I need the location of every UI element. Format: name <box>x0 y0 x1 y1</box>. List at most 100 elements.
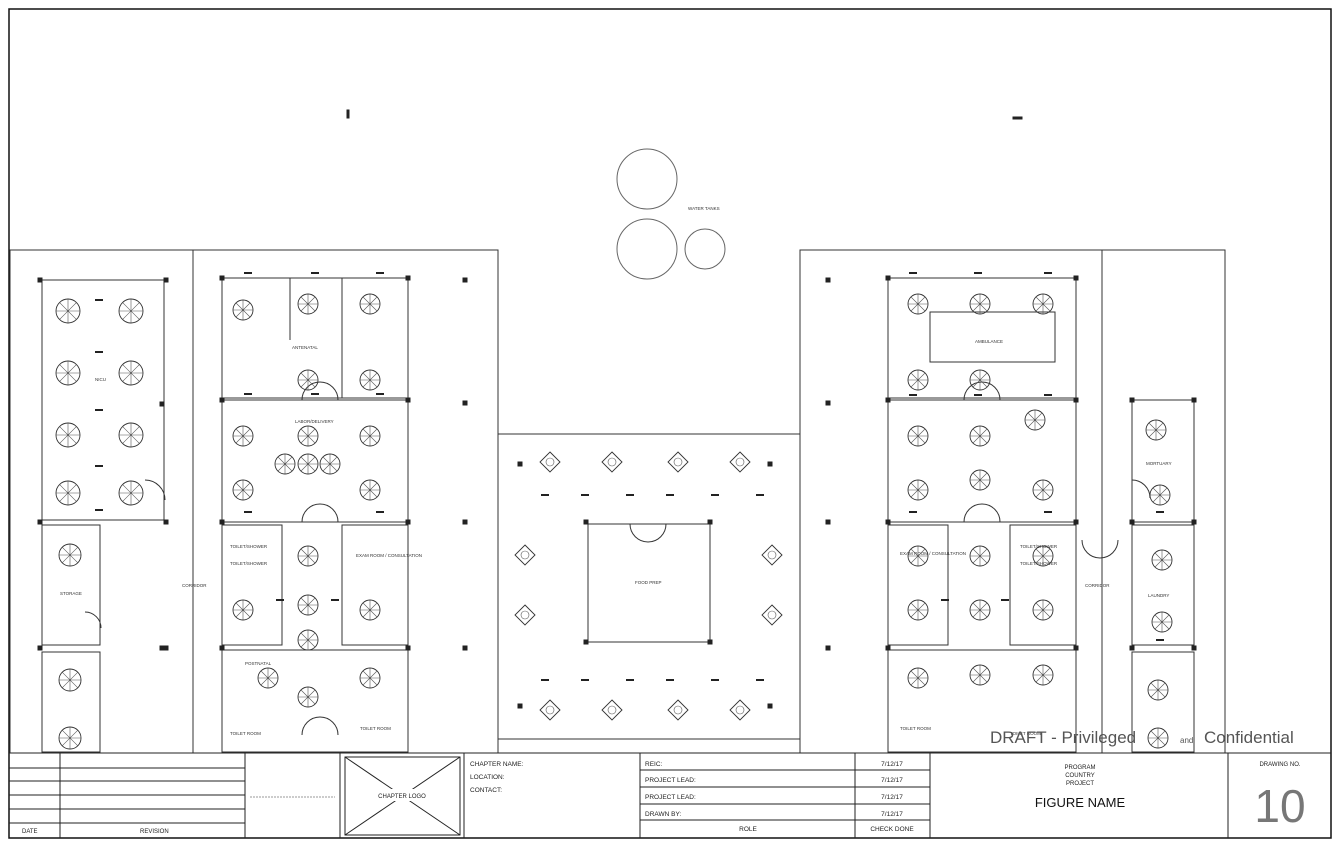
water-tank-2 <box>616 218 678 280</box>
fixture-marker <box>331 599 339 601</box>
role-label-2: PROJECT LEAD: <box>645 777 696 784</box>
cot-spokes <box>908 370 928 390</box>
clean-room <box>887 399 1077 523</box>
country-label: COUNTRY <box>1065 773 1095 779</box>
toilet-room-label-4: TOILET ROOM <box>1010 731 1041 736</box>
cot-spokes <box>119 299 143 323</box>
fixture-marker <box>909 394 917 396</box>
chapter-name-label: CHAPTER NAME: <box>470 761 524 768</box>
cot-spokes <box>360 426 380 446</box>
column-marker <box>1191 645 1197 651</box>
right-exam-left <box>887 524 949 646</box>
left-main-block <box>221 277 409 753</box>
table-center <box>607 457 617 467</box>
postnatal-room <box>221 649 409 753</box>
central-pavilion-outline <box>497 433 801 740</box>
table-center <box>607 705 617 715</box>
fixture-marker <box>1044 394 1052 396</box>
cot-spokes <box>970 665 990 685</box>
role-date-4: 7/12/17 <box>881 811 903 818</box>
nicu-zone <box>41 279 166 753</box>
cot-spokes <box>298 454 318 474</box>
cot-spokes <box>360 480 380 500</box>
column-marker <box>37 519 43 525</box>
storage-door <box>84 611 102 629</box>
column-marker <box>885 519 891 525</box>
fixture-marker <box>941 599 949 601</box>
fixture-marker <box>95 409 103 411</box>
fixture-marker <box>244 393 252 395</box>
column-marker <box>405 645 411 651</box>
column-marker <box>517 703 523 709</box>
toilet-shower-label-2: TOILET/SHOWER <box>230 561 268 566</box>
cot-spokes <box>360 668 380 688</box>
cot-spokes <box>298 687 318 707</box>
fixture-marker <box>909 272 917 274</box>
toilet-shower-label-4: TOILET/SHOWER <box>1020 561 1058 566</box>
fixture-marker <box>244 272 252 274</box>
column-marker <box>163 519 169 525</box>
food-prep-label: FOOD PREP <box>635 580 662 585</box>
ambulance-label: AMBULANCE <box>975 339 1003 344</box>
fixture-marker <box>1001 599 1009 601</box>
cot-spokes <box>1150 485 1170 505</box>
fixture-marker <box>581 679 589 681</box>
water-tanks-label: WATER TANKS <box>688 206 720 211</box>
exam-room-left <box>221 524 283 646</box>
column-marker <box>462 277 468 283</box>
column-marker <box>462 519 468 525</box>
fixture-marker <box>711 494 719 496</box>
cot-spokes <box>119 423 143 447</box>
fixture-marker <box>1044 511 1052 513</box>
exam-room-right <box>341 524 409 646</box>
fixture-marker <box>974 394 982 396</box>
fixture-marker <box>666 494 674 496</box>
column-marker <box>885 645 891 651</box>
fixture-marker <box>1156 511 1164 513</box>
cot-spokes <box>1033 665 1053 685</box>
cot-spokes <box>56 299 80 323</box>
dining-table-symbol <box>514 544 536 566</box>
right-exam-right <box>1009 524 1077 646</box>
role-label-3: PROJECT LEAD: <box>645 794 696 801</box>
nicu-label: NICU <box>95 377 106 382</box>
table-center <box>735 457 745 467</box>
chapter-logo-label-bg <box>372 789 432 801</box>
toilet-shower-label-1: TOILET/SHOWER <box>230 544 268 549</box>
column-marker <box>159 401 165 407</box>
cot-spokes <box>1025 410 1045 430</box>
column-marker <box>405 519 411 525</box>
exam-left-label: EXAM ROOM / CONSULTATION <box>356 553 422 558</box>
cot-spokes <box>1152 612 1172 632</box>
antenatal-room <box>221 277 409 399</box>
cot-spokes <box>56 481 80 505</box>
column-marker <box>163 645 169 651</box>
column-marker <box>1129 397 1135 403</box>
dining-table-symbol <box>667 451 689 473</box>
fixture-marker <box>1156 639 1164 641</box>
laundry-room <box>1131 524 1195 646</box>
dining-table-symbol <box>601 451 623 473</box>
right-door-2 <box>963 503 1001 523</box>
column-marker <box>707 639 713 645</box>
fixture-marker <box>581 494 589 496</box>
cot-spokes <box>908 668 928 688</box>
site-marker-right <box>1012 116 1023 120</box>
cot-spokes <box>233 480 253 500</box>
cot-spokes <box>298 630 318 650</box>
laundry-label: LAUNDRY <box>1148 593 1169 598</box>
water-tanks <box>616 148 726 280</box>
cot-spokes <box>1033 600 1053 620</box>
column-marker <box>159 645 165 651</box>
figure-name: FIGURE NAME <box>1035 795 1126 810</box>
cot-spokes <box>298 370 318 390</box>
dining-table-symbol <box>761 544 783 566</box>
ambulance-vehicle <box>929 311 1056 363</box>
cot-spokes <box>908 426 928 446</box>
sheet-border <box>8 8 1332 839</box>
corridor-right-label: CORRIDOR <box>1085 583 1110 588</box>
cot-spokes <box>970 294 990 314</box>
column-marker <box>1073 519 1079 525</box>
fixture-marker <box>909 511 917 513</box>
